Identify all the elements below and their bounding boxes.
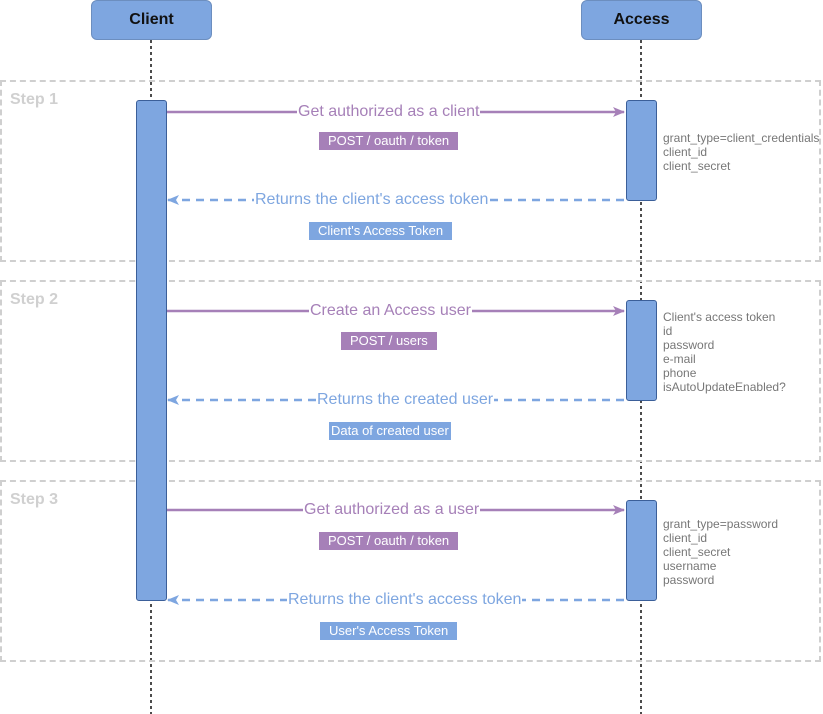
param-item: username	[663, 559, 717, 573]
request-tag-2: POST / users	[341, 332, 437, 350]
response-tag-3: User's Access Token	[320, 622, 458, 640]
request-label-1: Get authorized as a client	[297, 103, 481, 121]
response-tag-1: Client's Access Token	[309, 222, 453, 240]
access-activation-bar-2	[626, 300, 657, 401]
step-1-frame: Step 1	[0, 80, 821, 262]
response-tag-2: Data of created user	[329, 422, 451, 440]
request-label-2: Create an Access user	[309, 302, 472, 320]
param-item: isAutoUpdateEnabled?	[663, 380, 786, 394]
response-label-2: Returns the created user	[316, 391, 495, 409]
param-item: password	[663, 573, 715, 587]
params-list-3: grant_type=password client_id client_sec…	[663, 517, 778, 587]
param-item: Client's access token	[663, 310, 776, 324]
param-item: client_id	[663, 145, 708, 159]
request-label-3: Get authorized as a user	[303, 501, 481, 519]
params-list-1: grant_type=client_credentials client_id …	[663, 131, 819, 173]
request-tag-3: POST / oauth / token	[319, 532, 459, 550]
step-3-label: Step 3	[10, 491, 59, 508]
param-item: id	[663, 324, 673, 338]
param-item: password	[663, 338, 715, 352]
step-3-frame: Step 3	[0, 480, 821, 662]
params-list-2: Client's access token id password e-mail…	[663, 310, 786, 394]
access-actor: Access	[581, 0, 702, 40]
param-item: phone	[663, 366, 697, 380]
step-2-frame: Step 2	[0, 280, 821, 462]
step-2-label: Step 2	[10, 291, 59, 308]
param-item: client_id	[663, 531, 708, 545]
request-tag-1: POST / oauth / token	[319, 132, 459, 150]
response-label-1: Returns the client's access token	[254, 191, 490, 209]
param-item: e-mail	[663, 352, 696, 366]
client-activation-bar	[136, 100, 167, 601]
step-1-label: Step 1	[10, 91, 59, 108]
client-actor: Client	[91, 0, 212, 40]
param-item: client_secret	[663, 159, 731, 173]
response-label-3: Returns the client's access token	[287, 591, 523, 609]
access-activation-bar-3	[626, 500, 657, 601]
param-item: client_secret	[663, 545, 731, 559]
param-item: grant_type=password	[663, 517, 779, 531]
param-item: grant_type=client_credentials	[663, 131, 820, 145]
access-activation-bar-1	[626, 100, 657, 201]
